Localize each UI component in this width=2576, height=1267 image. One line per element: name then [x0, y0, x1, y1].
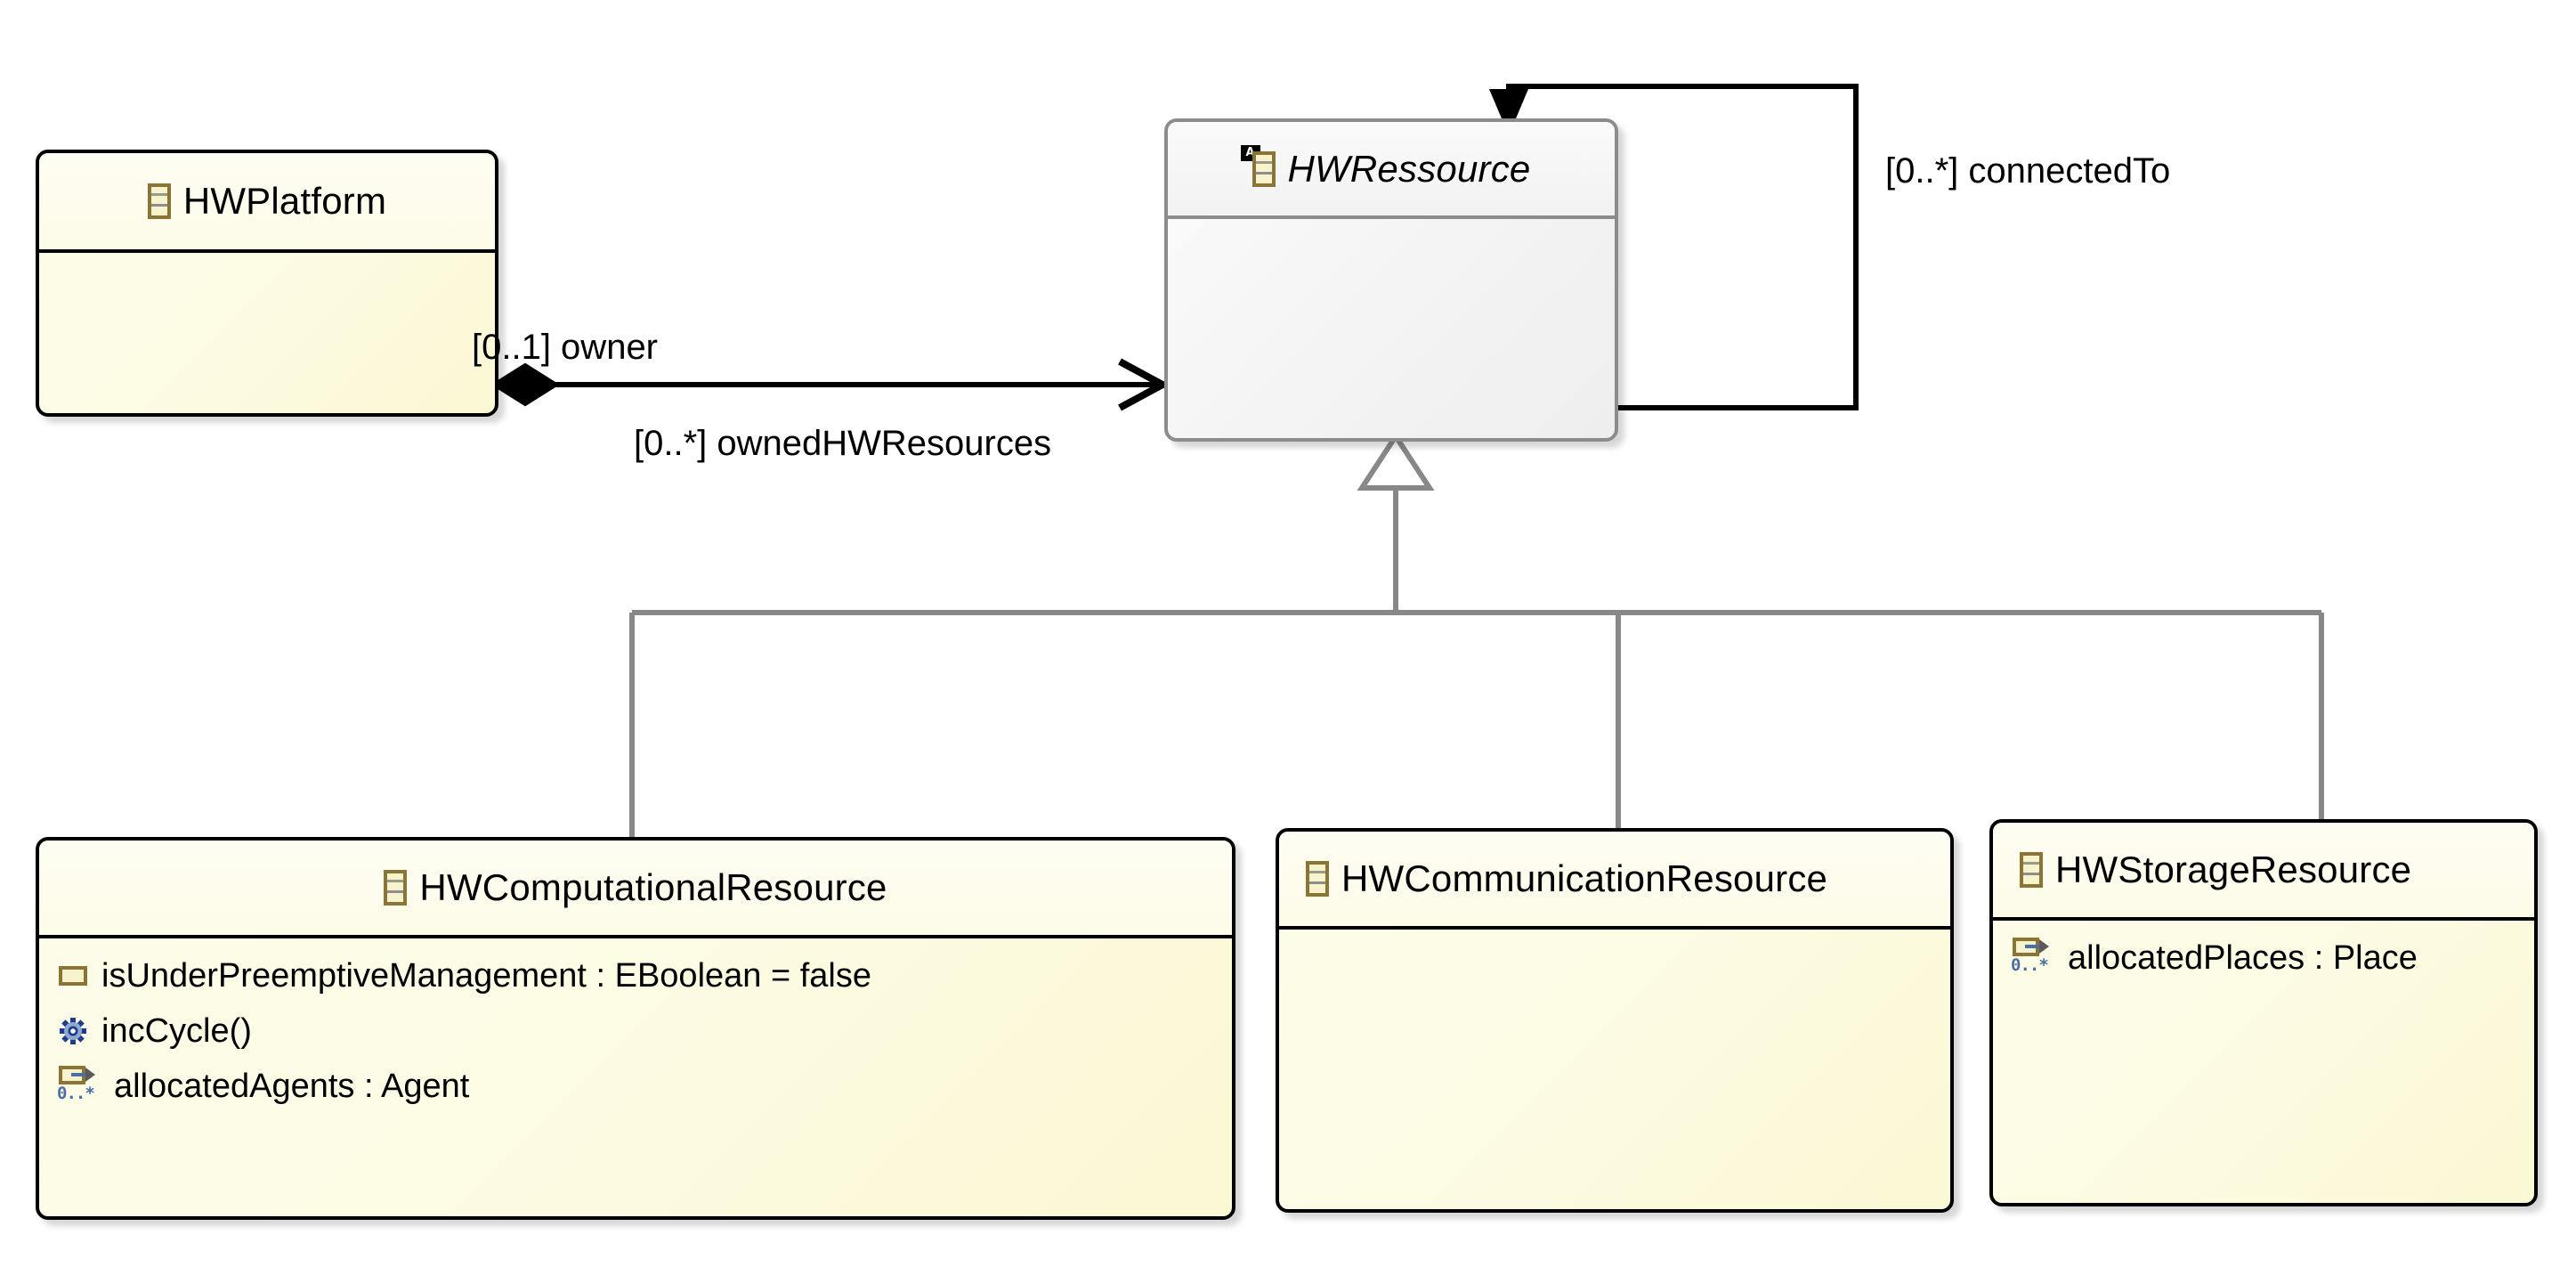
member-label-isunderpreemptivemanagement: isUnderPreemptiveManagement : EBoolean =… — [101, 957, 871, 995]
generalization-arrowhead — [1357, 431, 1435, 491]
class-members-hwstorageresource: 0..* allocatedPlaces : Place — [1993, 921, 2534, 1203]
class-box-hwplatform[interactable]: HWPlatform — [36, 150, 498, 417]
class-members-hwcommunicationresource — [1279, 930, 1950, 1209]
self-loop-arrowhead — [1489, 89, 1528, 135]
class-name-hwressource: HWRessource — [1287, 147, 1531, 190]
eclass-icon — [147, 183, 171, 219]
class-title-hwcommunicationresource: HWCommunicationResource — [1279, 832, 1950, 930]
class-name-hwplatform: HWPlatform — [182, 180, 387, 222]
edge-label-connectedto: [0..*] connectedTo — [1885, 151, 2171, 191]
class-box-hwstorageresource[interactable]: HWStorageResource 0..* allocatedPlaces :… — [1989, 819, 2538, 1206]
member-row-reference[interactable]: 0..* allocatedPlaces : Place — [1993, 933, 2534, 983]
generalization-tree — [629, 472, 2324, 837]
member-label-allocatedagents: allocatedAgents : Agent — [114, 1068, 470, 1105]
member-row-reference[interactable]: 0..* allocatedAgents : Agent — [39, 1061, 1232, 1111]
class-members-hwcomputationalresource: isUnderPreemptiveManagement : EBoolean =… — [39, 938, 1232, 1216]
class-box-hwcommunicationresource[interactable]: HWCommunicationResource — [1276, 828, 1954, 1213]
reference-multiplicity-badge: 0..* — [2011, 955, 2049, 975]
class-name-hwcomputationalresource: HWComputationalResource — [419, 866, 887, 908]
member-label-allocatedplaces: allocatedPlaces : Place — [2068, 939, 2418, 977]
ereference-icon: 0..* — [57, 1064, 100, 1109]
class-title-hwplatform: HWPlatform — [39, 153, 495, 253]
reference-multiplicity-badge: 0..* — [57, 1084, 95, 1103]
member-row-attribute[interactable]: isUnderPreemptiveManagement : EBoolean =… — [39, 951, 1232, 1001]
class-box-hwressource[interactable]: A HWRessource — [1164, 118, 1618, 442]
composition-diamond — [490, 362, 560, 407]
member-label-inccycle: incCycle() — [101, 1012, 252, 1050]
class-name-hwstorageresource: HWStorageResource — [2055, 849, 2412, 890]
edge-label-ownedhwresources: [0..*] ownedHWResources — [634, 424, 1052, 463]
eclass-icon: A — [1240, 144, 1276, 187]
ereference-icon: 0..* — [2011, 936, 2054, 980]
class-title-hwstorageresource: HWStorageResource — [1993, 823, 2534, 921]
class-title-hwcomputationalresource: HWComputationalResource — [39, 841, 1232, 938]
class-members-hwplatform — [39, 253, 495, 413]
class-members-hwressource — [1168, 219, 1615, 438]
class-title-hwressource: A HWRessource — [1168, 122, 1615, 219]
eclass-icon — [1306, 861, 1329, 897]
eattribute-icon — [59, 966, 87, 986]
class-name-hwcommunicationresource: HWCommunicationResource — [1341, 857, 1828, 899]
member-row-operation[interactable]: incCycle() — [39, 1006, 1232, 1056]
composition-arrowhead — [1118, 358, 1171, 411]
eclass-icon — [384, 870, 408, 906]
eoperation-icon — [59, 1017, 87, 1045]
class-box-hwcomputationalresource[interactable]: HWComputationalResource isUnderPreemptiv… — [36, 837, 1235, 1220]
edge-label-owner: [0..1] owner — [472, 328, 659, 367]
eclass-icon — [2020, 852, 2043, 888]
